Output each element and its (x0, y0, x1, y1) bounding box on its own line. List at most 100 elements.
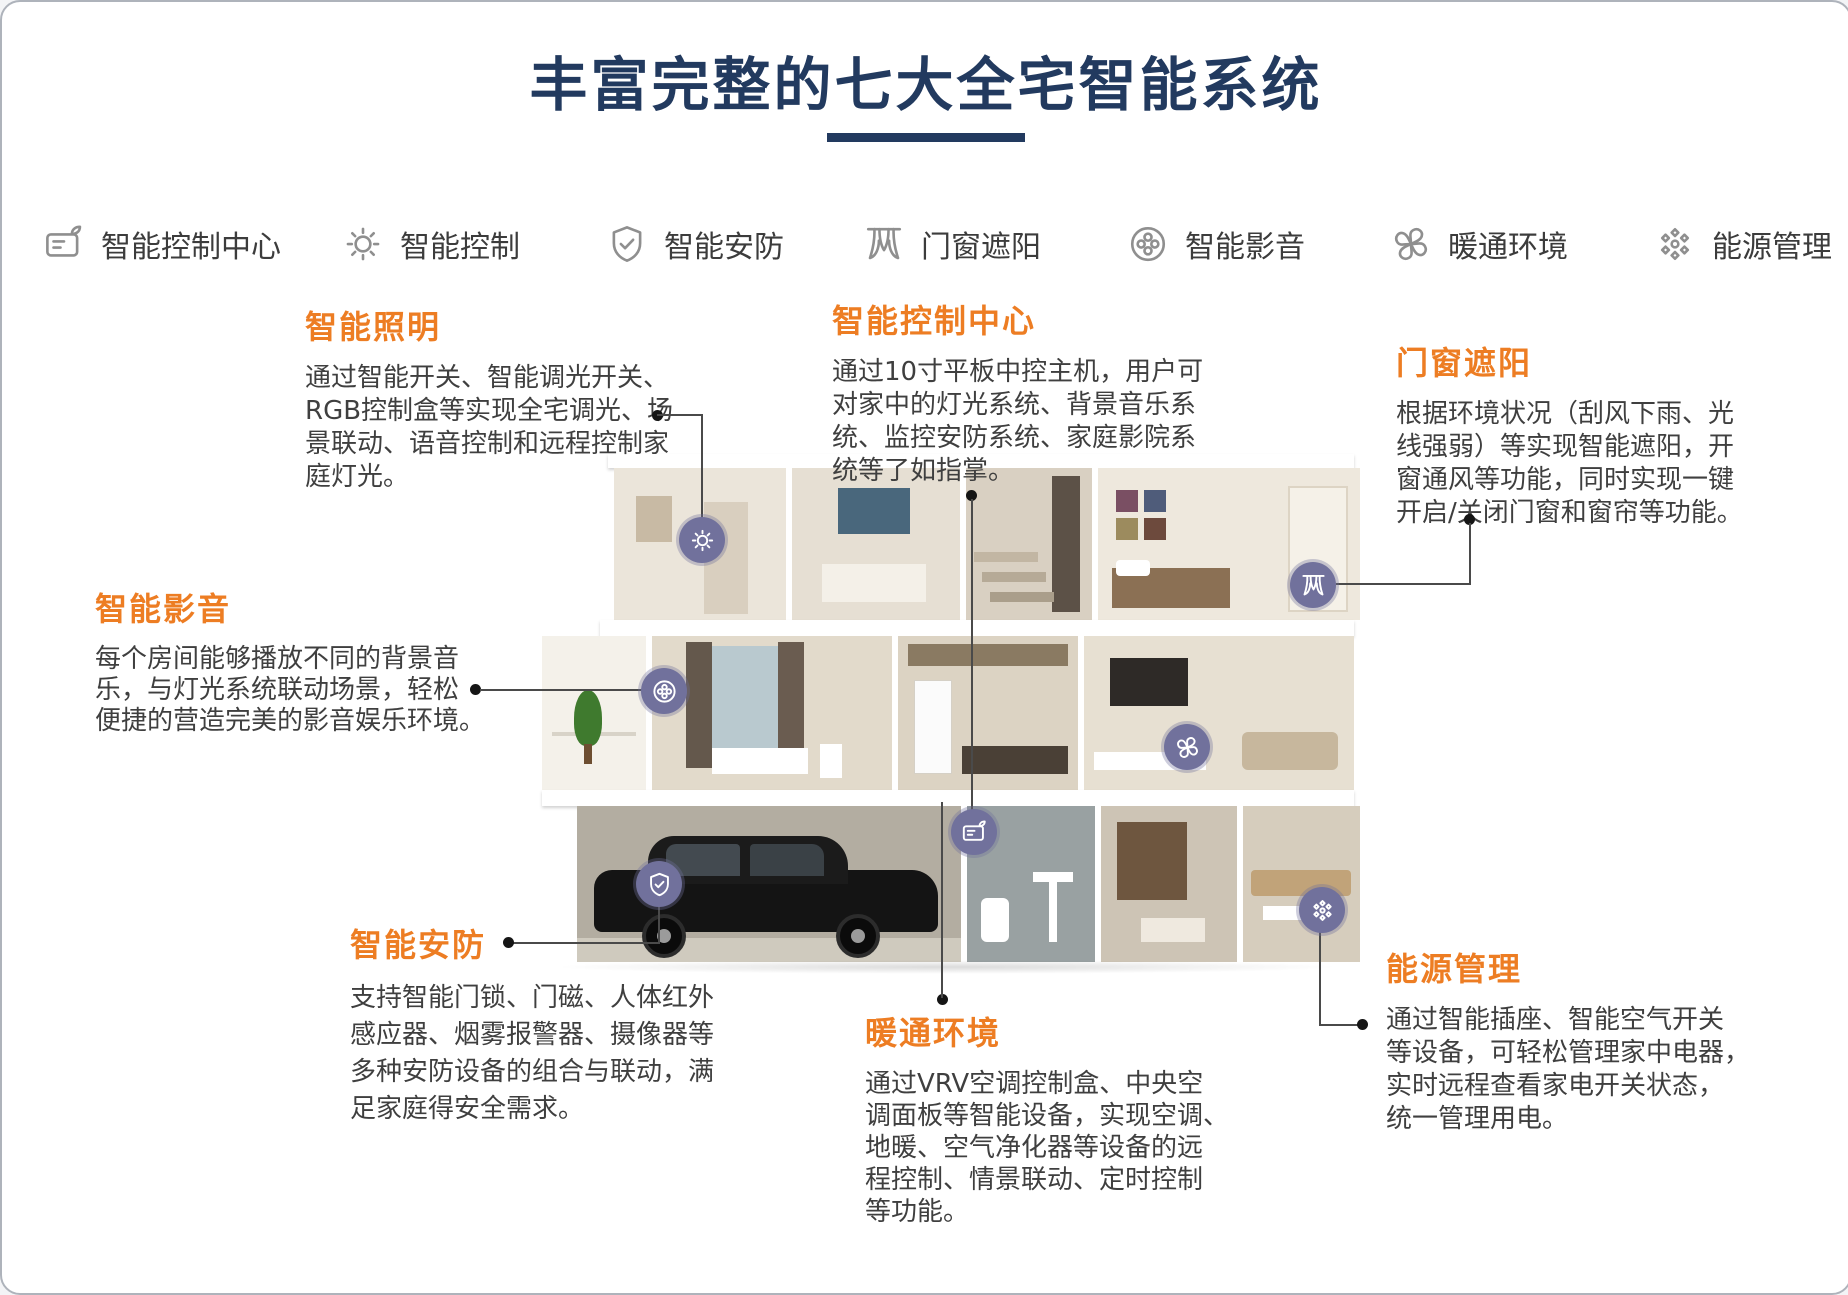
energy-icon (1309, 897, 1336, 924)
fridge (914, 680, 952, 774)
shading-connector-line (1469, 523, 1471, 585)
hvac-badge (1164, 724, 1210, 770)
callout-text-line: 根据环境状况（刮风下雨、光 (1396, 399, 1735, 429)
legend-item-hvac: 暖通环境 (1390, 220, 1568, 268)
wall-art (1144, 490, 1166, 512)
plant-leaves (574, 690, 602, 746)
callout-text-line: 乐，与灯光系统联动场景，轻松 (95, 675, 460, 705)
sofa (1242, 732, 1338, 770)
floor-slab (600, 620, 1354, 636)
shading-connector-dot (1464, 514, 1475, 525)
callout-body: 通过智能开关、智能调光开关、RGB控制盒等实现全宅调光、场景联动、语音控制和远程… (305, 362, 673, 494)
callout-text-line: 线强弱）等实现智能遮阳，开 (1396, 432, 1735, 462)
callout-body: 通过智能插座、智能空气开关等设备，可轻松管理家中电器，实时远程查看家电开关状态，… (1386, 1004, 1750, 1136)
lighting-badge (679, 517, 725, 563)
hvac-connector-dot (937, 994, 948, 1005)
callout-body: 每个房间能够播放不同的背景音乐，与灯光系统联动场景，轻松便捷的营造完美的影音娱乐… (95, 644, 485, 737)
legend-item-control-center: 智能控制中心 (43, 220, 281, 268)
control-panel-icon (43, 223, 85, 265)
callout-text-line: 统、监控安防系统、家庭影院系 (832, 423, 1197, 453)
security-connector-dot (503, 937, 514, 948)
cabinets (908, 644, 1068, 666)
legend-item-energy: 能源管理 (1654, 220, 1832, 268)
car-window (750, 844, 824, 876)
ground-shadow (552, 960, 1342, 974)
desk (1141, 918, 1205, 942)
security-connector-line (510, 942, 660, 944)
hvac-connector-line (941, 802, 943, 998)
callout-text-line: RGB控制盒等实现全宅调光、场 (305, 396, 674, 426)
speaker-icon (651, 678, 678, 705)
plant-pot (584, 744, 592, 764)
ground-floor (577, 806, 1360, 962)
window (710, 646, 780, 756)
callout-body: 支持智能门锁、门磁、人体红外感应器、烟雾报警器、摄像器等多种安防设备的组合与联动… (350, 980, 714, 1128)
legend-label: 暖通环境 (1448, 230, 1568, 265)
energy-connector-dot (1357, 1019, 1368, 1030)
security-badge (636, 861, 682, 907)
callout-heading: 智能影音 (95, 590, 232, 628)
shading-badge (1290, 562, 1336, 608)
callout-text-line: 支持智能门锁、门磁、人体红外 (350, 983, 715, 1013)
wall-art (1116, 490, 1138, 512)
callout-text-line: 地暖、空气净化器等设备的远 (865, 1133, 1204, 1163)
legend-label: 智能控制中心 (101, 230, 281, 265)
screen-panel (838, 488, 910, 534)
legend-label: 门窗遮阳 (921, 230, 1041, 265)
callout-text-line: 通过VRV空调控制盒、中央空 (865, 1069, 1204, 1099)
callout-text-line: 程控制、情景联动、定时控制 (865, 1165, 1204, 1195)
callout-heading: 智能安防 (350, 926, 487, 964)
plant (566, 690, 608, 764)
energy-icon (1654, 223, 1696, 265)
legend-label: 能源管理 (1712, 230, 1832, 265)
callout-av: 智能影音 每个房间能够播放不同的背景音乐，与灯光系统联动场景，轻松便捷的营造完美… (95, 584, 485, 737)
curtain-icon (1300, 572, 1327, 599)
callout-hvac: 暖通环境 通过VRV空调控制盒、中央空调面板等智能设备，实现空调、地暖、空气净化… (865, 1008, 1229, 1228)
hvac-fan-icon (1174, 734, 1201, 761)
floor-slab (542, 790, 1354, 806)
legend-item-smart-control: 智能控制 (342, 220, 520, 268)
legend-label: 智能控制 (400, 230, 520, 265)
callout-text-line: 窗通风等功能，同时实现一键 (1396, 465, 1735, 495)
counter (962, 746, 1068, 774)
chair (820, 744, 842, 778)
legend-label: 智能影音 (1185, 230, 1305, 265)
dark-curtain (1052, 476, 1080, 612)
callout-text-line: 感应器、烟雾报警器、摄像器等 (350, 1020, 715, 1050)
kitchen (898, 636, 1078, 790)
sun-icon (689, 527, 716, 554)
callout-text-line: 实时远程查看家电开关状态， (1386, 1071, 1725, 1101)
speaker-icon (1127, 223, 1169, 265)
middle-floor (542, 636, 1354, 790)
lighting-connector-line (657, 414, 703, 416)
living-room (1084, 636, 1354, 790)
security-shield-icon (646, 871, 673, 898)
energy-badge (1299, 887, 1345, 933)
control-center-connector-dot (966, 490, 977, 501)
callout-body: 根据环境状况（刮风下雨、光线强弱）等实现智能遮阳，开窗通风等功能，同时实现一键开… (1396, 398, 1743, 530)
callout-text-line: 调面板等智能设备，实现空调、 (865, 1101, 1230, 1131)
legend-label: 智能安防 (664, 230, 784, 265)
callout-text-line: 统等了如指掌。 (832, 456, 1015, 486)
control-panel-icon (961, 819, 988, 846)
media-room (792, 468, 960, 620)
av-badge (641, 668, 687, 714)
callout-text-line: 开启/关闭门窗和窗帘等功能。 (1396, 498, 1743, 528)
wall-art (1144, 518, 1166, 540)
toilet (981, 898, 1009, 942)
callout-text-line: 足家庭得安全需求。 (350, 1094, 585, 1124)
dining-room (652, 636, 892, 790)
roof (608, 454, 1354, 468)
callout-text-line: 等设备，可轻松管理家中电器， (1386, 1038, 1751, 1068)
callout-text-line: 对家中的灯光系统、背景音乐系 (832, 390, 1197, 420)
callout-heading: 智能照明 (305, 308, 442, 346)
stair-step (974, 552, 1038, 562)
legend-item-shading: 门窗遮阳 (863, 220, 1041, 268)
stairs-area (966, 468, 1092, 620)
av-connector-dot (470, 684, 481, 695)
control-center-connector-line (971, 499, 973, 811)
callout-security: 智能安防 支持智能门锁、门磁、人体红外感应器、烟雾报警器、摄像器等多种安防设备的… (350, 920, 714, 1128)
sink-stand (1049, 882, 1057, 942)
security-connector-line (658, 906, 660, 944)
